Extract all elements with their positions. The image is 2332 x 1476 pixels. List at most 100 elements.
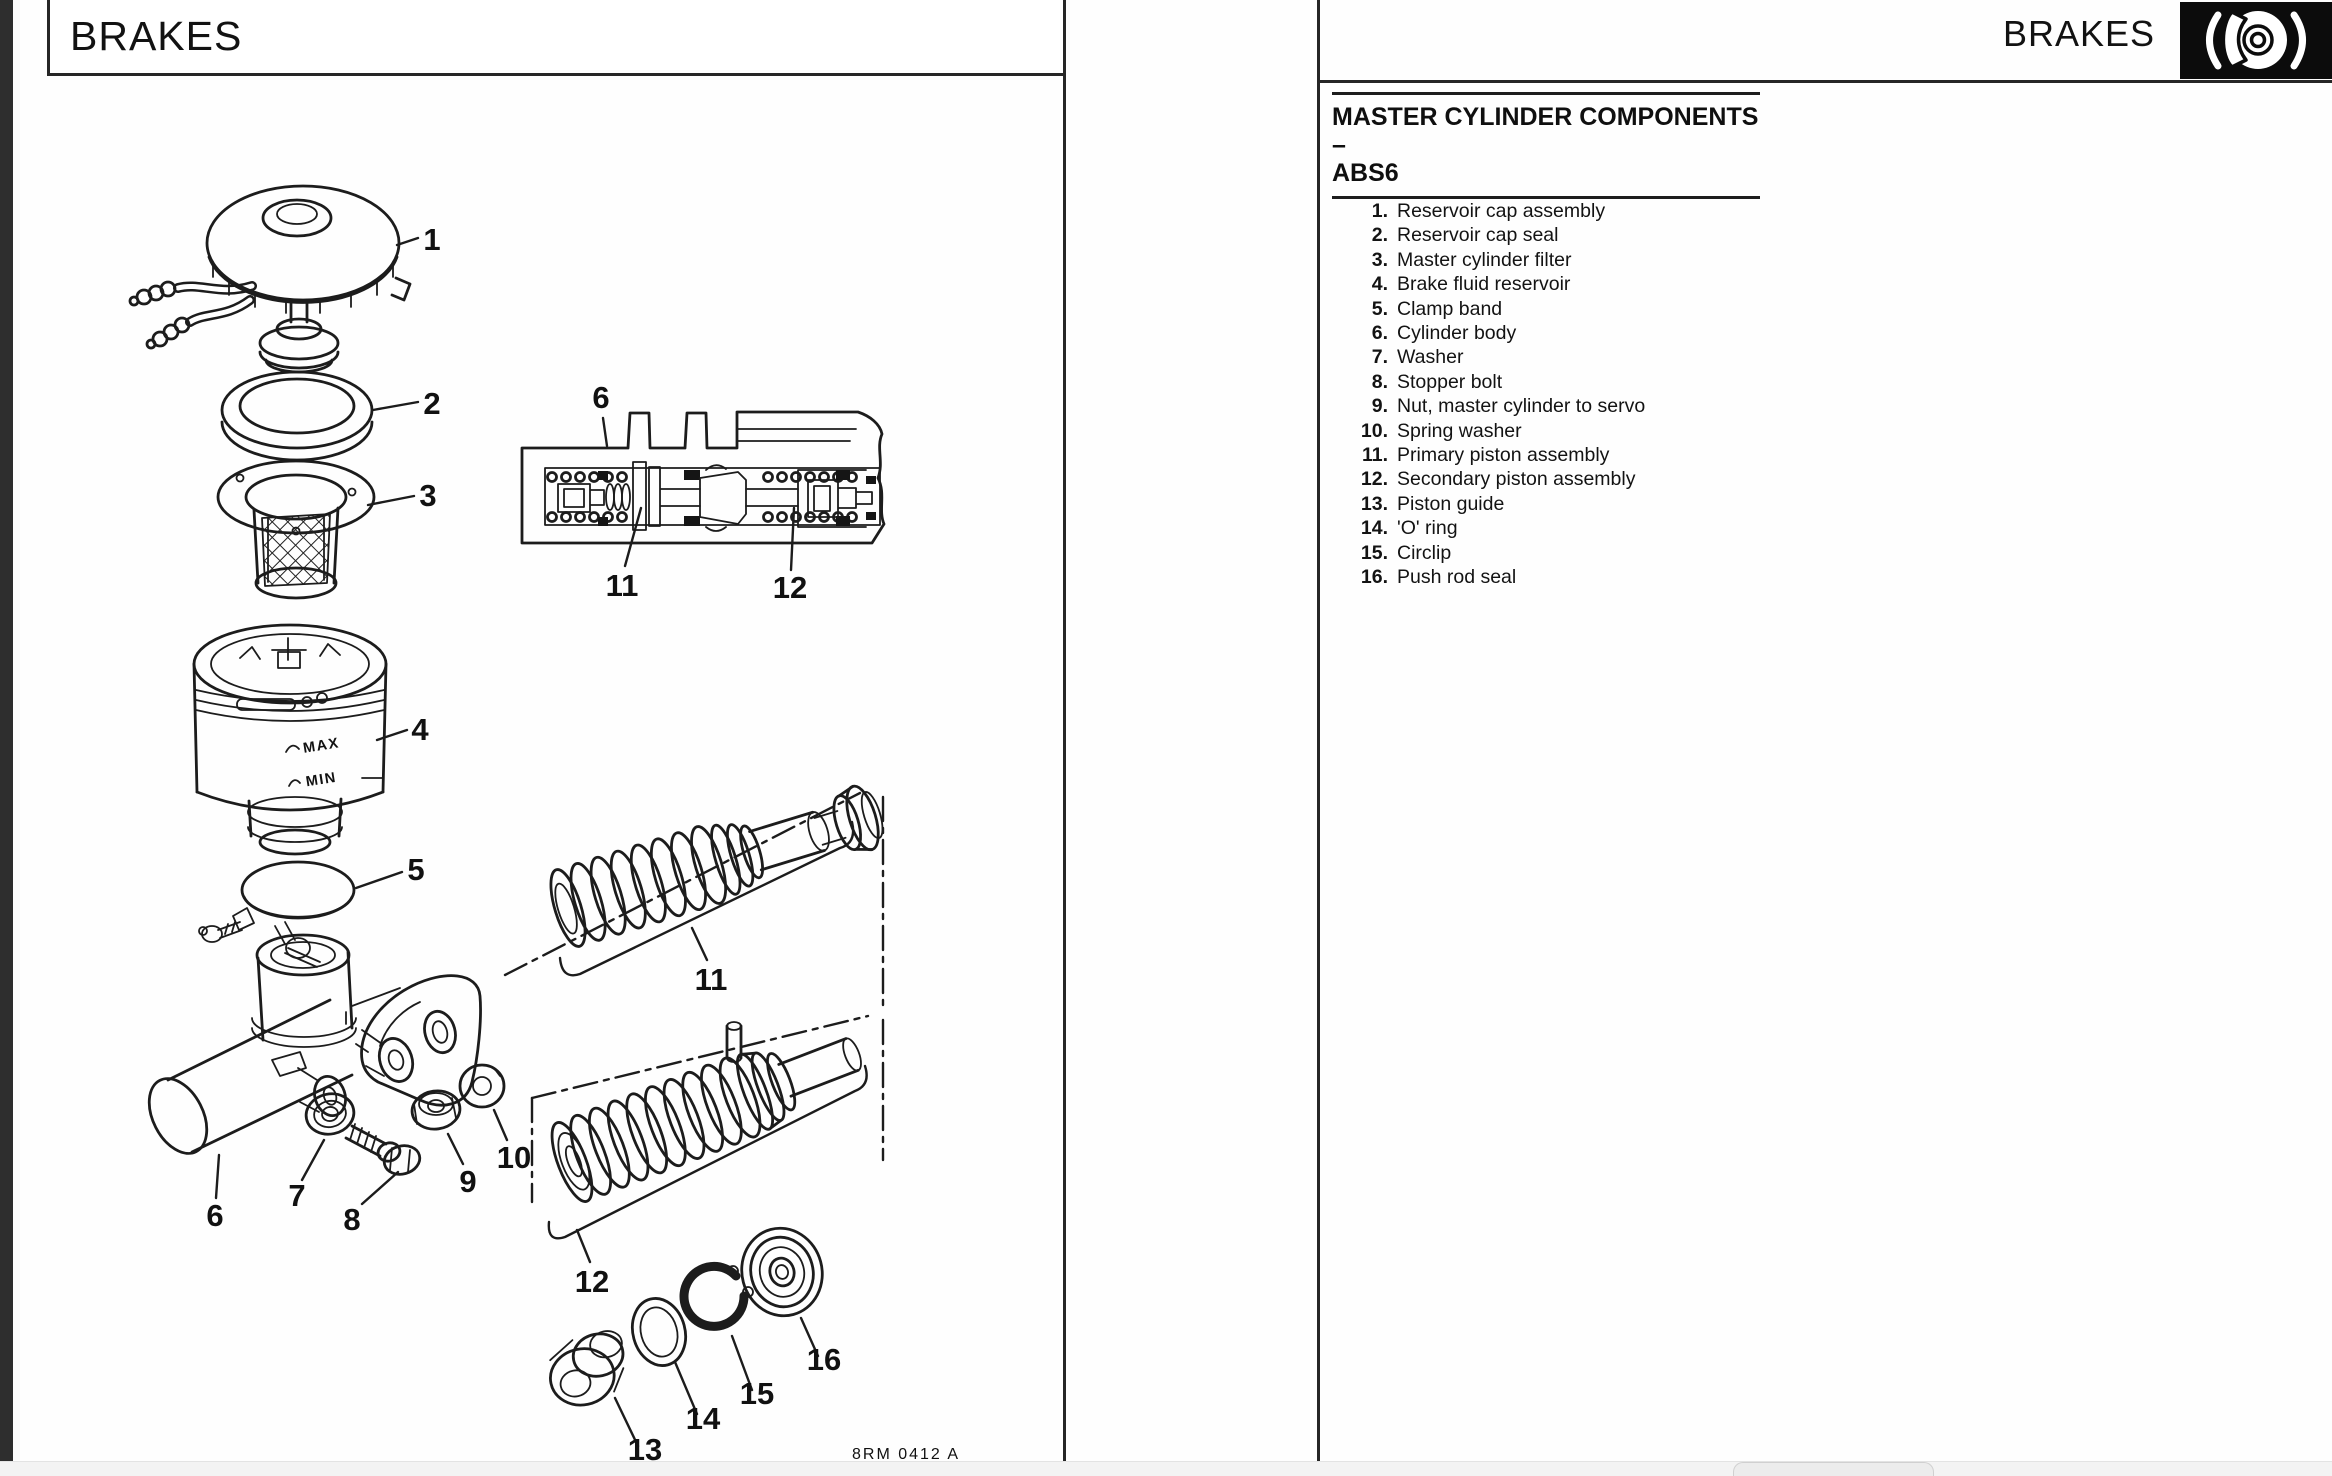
leader-line xyxy=(789,506,796,572)
primary-piston-assembly-drawing xyxy=(549,784,884,948)
callout-16: 16 xyxy=(807,1342,841,1377)
parts-list-item: 10.Spring washer xyxy=(1350,419,1645,443)
section-title: MASTER CYLINDER COMPONENTS – ABS6 xyxy=(1332,92,1760,199)
leader-line xyxy=(673,1360,699,1416)
piston-guide-drawing xyxy=(549,1330,625,1407)
part-label: Brake fluid reservoir xyxy=(1397,273,1571,296)
part-number: 2. xyxy=(1371,224,1388,247)
part-label: Cylinder body xyxy=(1397,322,1517,345)
washer-drawing xyxy=(304,1092,356,1136)
inset-callout-6: 6 xyxy=(592,380,609,415)
inset-callout-12: 12 xyxy=(773,570,807,605)
bore-envelope-bracket xyxy=(547,1064,868,1240)
parts-list-item: 8. Stopper bolt xyxy=(1350,370,1645,394)
leader-line xyxy=(690,926,709,962)
o-ring-drawing xyxy=(630,1297,688,1367)
cross-section-inset-drawing xyxy=(520,410,886,545)
callout-5: 5 xyxy=(407,852,424,887)
bottom-bar xyxy=(0,1461,2332,1476)
bottom-toolbar-pill[interactable] xyxy=(1733,1462,1934,1476)
part-number: 8. xyxy=(1371,370,1388,393)
leader-line xyxy=(360,1170,400,1206)
left-page-right-border xyxy=(1063,0,1066,1462)
clamp-band-drawing xyxy=(198,860,356,959)
master-cylinder-filter-drawing xyxy=(216,459,376,600)
part-label: Primary piston assembly xyxy=(1397,444,1610,467)
part-number: 4. xyxy=(1371,273,1388,296)
bore-envelope-line xyxy=(530,1014,870,1100)
callout-1: 1 xyxy=(423,222,440,257)
parts-list-item: 11. Primary piston assembly xyxy=(1350,443,1645,467)
window-left-edge xyxy=(0,0,13,1476)
part-number: 15. xyxy=(1360,541,1388,564)
part-number: 16. xyxy=(1360,566,1388,589)
leader-line xyxy=(799,1316,820,1358)
reservoir-cap-seal-drawing xyxy=(220,370,374,462)
reservoir-max-marking: MAX xyxy=(302,735,341,757)
figure-code: 8RM 0412 A xyxy=(852,1446,960,1462)
part-label: Stopper bolt xyxy=(1397,370,1503,393)
reservoir-min-marking: MIN xyxy=(305,770,338,791)
part-number: 1. xyxy=(1371,200,1388,222)
callout-8: 8 xyxy=(343,1202,360,1237)
part-number: 12. xyxy=(1360,468,1388,491)
parts-list-item: 2. Reservoir cap seal xyxy=(1350,223,1645,247)
parts-list-item: 12. Secondary piston assembly xyxy=(1350,467,1645,491)
callout-11: 11 xyxy=(695,962,728,997)
stopper-bolt-drawing xyxy=(344,1123,422,1176)
leader-line xyxy=(446,1132,465,1166)
secondary-piston-assembly-drawing xyxy=(550,1021,862,1203)
parts-list-item: 7.Washer xyxy=(1350,345,1645,369)
callout-3: 3 xyxy=(419,478,436,513)
part-number: 13. xyxy=(1360,492,1388,515)
reservoir-cap-assembly-drawing xyxy=(128,184,412,374)
section-title-line2: ABS6 xyxy=(1332,159,1399,187)
callout-15: 15 xyxy=(740,1376,774,1411)
part-label: Master cylinder filter xyxy=(1397,248,1572,271)
left-page-title: BRAKES xyxy=(70,13,243,59)
parts-list-item: 1. Reservoir cap assembly xyxy=(1350,199,1645,223)
part-number: 11. xyxy=(1361,444,1388,467)
right-page-left-border xyxy=(1317,0,1320,1462)
bore-envelope-line xyxy=(503,791,862,977)
parts-list-item: 5.Clamp band xyxy=(1350,297,1645,321)
part-label: Clamp band xyxy=(1397,297,1503,320)
parts-list-item: 16.Push rod seal xyxy=(1350,565,1645,589)
spring-washer-drawing xyxy=(458,1063,506,1109)
leader-line xyxy=(575,1228,592,1264)
part-number: 14. xyxy=(1360,517,1388,540)
part-label: 'O' ring xyxy=(1397,517,1458,540)
leader-line xyxy=(730,1334,754,1392)
part-label: Secondary piston assembly xyxy=(1397,468,1636,491)
leader-line xyxy=(601,416,609,448)
leader-line xyxy=(300,1138,326,1182)
callout-10: 10 xyxy=(497,1140,531,1175)
part-number: 7. xyxy=(1371,346,1388,369)
parts-list-item: 13.Piston guide xyxy=(1350,492,1645,516)
brake-disc-icon xyxy=(2180,2,2332,79)
leader-line xyxy=(354,870,404,890)
part-label: Circlip xyxy=(1397,541,1452,564)
callout-4: 4 xyxy=(411,712,429,747)
left-page-header: BRAKES xyxy=(47,0,1065,76)
leader-line xyxy=(214,1153,221,1200)
callout-6: 6 xyxy=(206,1198,223,1233)
nut-drawing xyxy=(410,1089,462,1131)
leader-line xyxy=(366,494,416,507)
part-label: Reservoir cap assembly xyxy=(1397,200,1606,222)
leader-line xyxy=(371,400,420,412)
callout-13: 13 xyxy=(628,1432,662,1462)
part-label: Nut, master cylinder to servo xyxy=(1397,395,1646,418)
inset-callout-11: 11 xyxy=(606,568,639,603)
parts-list-item: 9.Nut, master cylinder to servo xyxy=(1350,394,1645,418)
brake-fluid-reservoir-drawing: MAX MIN xyxy=(192,623,388,856)
part-number: 10. xyxy=(1360,419,1388,442)
parts-list-item: 15. Circlip xyxy=(1350,541,1645,565)
right-page-title: BRAKES xyxy=(2002,13,2155,54)
callout-9: 9 xyxy=(459,1164,476,1199)
part-label: Reservoir cap seal xyxy=(1397,224,1559,247)
parts-list: 1. Reservoir cap assembly 2. Reservoir cap… xyxy=(1350,199,1645,590)
bore-envelope-bracket xyxy=(558,820,855,977)
leader-line xyxy=(375,728,409,742)
